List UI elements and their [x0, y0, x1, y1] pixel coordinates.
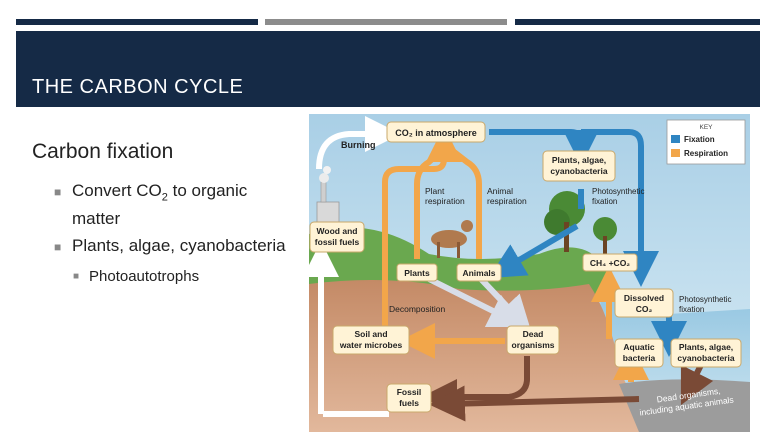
animals-to-dead-arrow [478, 276, 532, 333]
bullet-text-line2: matter [72, 209, 121, 229]
decomposition-respiration-arrow [382, 126, 462, 344]
tree-trunk [603, 236, 607, 260]
label-photo-fix-2a: Photosynthetic [679, 295, 731, 304]
node-co2-atmosphere [386, 121, 486, 143]
bullet-text: Plants, algae, cyanobacteria [72, 236, 286, 255]
tree-trunk [564, 222, 569, 252]
burning-arrow [316, 116, 401, 170]
label-aquatic-2: bacteria [623, 353, 656, 363]
label-animal-resp-1: Animal [487, 186, 513, 196]
sub-bullet-text: Photoautotrophs [89, 268, 200, 285]
label-soil-2: water microbes [339, 340, 403, 350]
label-photo-fix-1a: Photosynthetic [592, 187, 644, 196]
fixation-to-animals-arrow [488, 223, 579, 279]
label-co2-atmosphere: CO₂ in atmosphere [395, 128, 477, 138]
bullet-text-post: to organic [167, 181, 248, 200]
label-photo-fix-1b: fixation [592, 197, 617, 206]
sub-bullet-mark: ■ [73, 271, 80, 282]
node-plants-algae-bottom [670, 338, 742, 368]
label-photo-fix-2b: fixation [679, 305, 704, 314]
label-plants-algae-top-2: cyanobacteria [550, 166, 607, 176]
bullet-plants: ■ Plants, algae, cyanobacteria [54, 235, 286, 256]
node-wood-fossil [309, 221, 365, 253]
legend-respiration-label: Respiration [684, 149, 728, 158]
node-dissolved-co2 [614, 288, 674, 318]
label-plants-algae-top-1: Plants, algae, [552, 155, 606, 165]
tree-icon [593, 217, 617, 241]
top-bar-left [16, 19, 258, 25]
label-fossil-1: Fossil [397, 387, 422, 397]
deer-icon [431, 230, 467, 248]
label-dead-2: organisms [512, 340, 555, 350]
label-aquatic-1: Aquatic [623, 342, 654, 352]
top-bar-right [515, 19, 760, 25]
factory-icon [316, 201, 340, 223]
dead-to-fossil-arrow [421, 356, 530, 415]
label-fossil-2: fuels [399, 398, 419, 408]
plant-respiration-arrow [414, 145, 447, 259]
atmosphere-to-dissolved-arrow [581, 129, 659, 287]
label-plants-algae-bottom-2: cyanobacteria [677, 353, 734, 363]
label-soil-1: Soil and [354, 329, 387, 339]
animal-respiration-arrow [447, 145, 482, 259]
label-decomposition: Decomposition [389, 304, 445, 314]
label-plant-resp-2: respiration [425, 196, 465, 206]
node-animals [456, 263, 502, 282]
legend-fixation-label: Fixation [684, 135, 715, 144]
node-dead-organisms [506, 325, 560, 355]
top-bar-middle [265, 19, 507, 25]
label-animals: Animals [462, 268, 495, 278]
node-plants-algae-top [542, 150, 616, 182]
label-burning: Burning [341, 140, 376, 150]
slide-header [16, 31, 760, 107]
atmosphere-to-plants-arrow [489, 129, 599, 166]
sub-bullet-photoautotrophs: ■ Photoautotrophs [73, 268, 200, 285]
legend-fixation-swatch [671, 135, 680, 143]
label-dissolved-1: Dissolved [624, 293, 664, 303]
label-dead-1: Dead [523, 329, 544, 339]
node-aquatic-bacteria [614, 338, 664, 368]
node-soil-microbes [332, 325, 410, 355]
bullet-text-pre: Convert CO [72, 181, 162, 200]
label-dissolved-2: CO₂ [636, 304, 653, 314]
slide-subtitle: Carbon fixation [32, 140, 174, 163]
legend-respiration-swatch [671, 149, 680, 157]
tree-icon [544, 209, 570, 235]
node-plants [396, 263, 438, 282]
label-wood-fossil-2: fossil fuels [315, 237, 360, 247]
bullet-convert-co2: ■ Convert CO2 to organic matter [54, 180, 248, 229]
label-ch4-co2: CH₄ +CO₂ [590, 258, 630, 268]
bullet-mark: ■ [54, 185, 62, 199]
label-plants-algae-bottom-1: Plants, algae, [679, 342, 733, 352]
legend-title: KEY [699, 124, 713, 131]
slide-title: THE CARBON CYCLE [32, 76, 244, 98]
sediment [619, 379, 750, 432]
label-animal-resp-2: respiration [487, 196, 527, 206]
label-wood-fossil-1: Wood and [317, 226, 358, 236]
label-plant-resp-1: Plant [425, 186, 445, 196]
carbon-cycle-diagram: Burning CO₂ in atmosphere Plants, algae,… [309, 114, 750, 432]
node-ch4-co2 [582, 253, 638, 272]
label-plants: Plants [404, 268, 430, 278]
bullet-text-sub: 2 [161, 191, 168, 204]
node-fossil-fuels [386, 383, 432, 413]
aquatic-to-fossil-arrow [429, 385, 640, 422]
bullet-mark: ■ [54, 240, 62, 254]
